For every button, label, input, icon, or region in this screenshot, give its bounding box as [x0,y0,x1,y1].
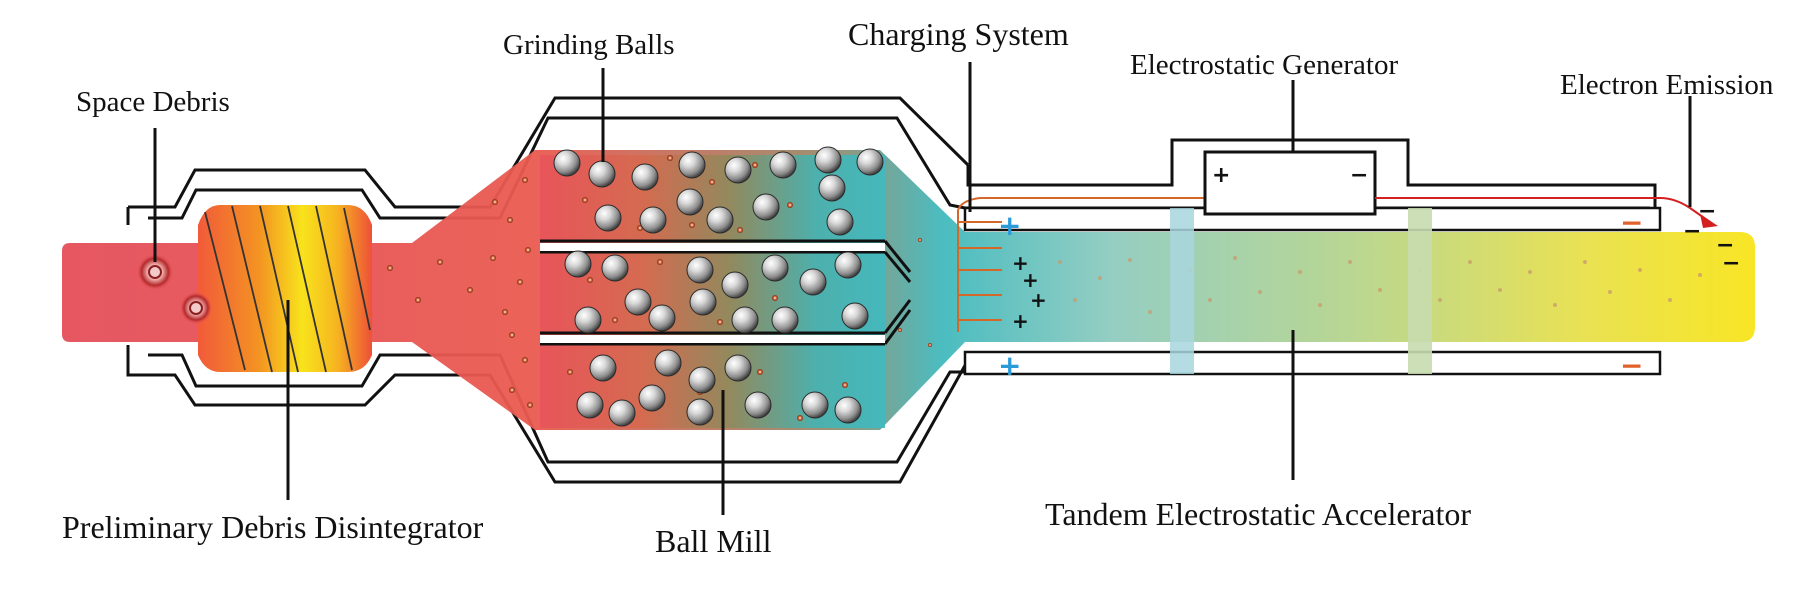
label-electrostatic-generator: Electrostatic Generator [1130,49,1398,81]
generator-minus: − [1350,163,1368,188]
generator-plus: + [1212,163,1230,188]
outer-housing-right [966,138,1657,207]
label-preliminary-debris-disintegrator: Preliminary Debris Disintegrator [62,509,484,545]
mill-channel-dividers [540,239,912,346]
leader-lines [153,62,1692,515]
space-debris-particles [137,254,212,324]
label-electron-emission: Electron Emission [1560,69,1774,101]
label-ball-mill: Ball Mill [655,523,772,559]
generator-wire [1375,197,1711,223]
electron-minus-3: − [1716,233,1734,258]
electron-emission-signs: − − − − [1683,199,1740,276]
plate-negative-top: − [1620,206,1643,239]
accelerator-electrode-1 [1170,208,1194,374]
accelerator-electrode-2 [1408,208,1432,374]
charge-plus-4: + [1012,309,1029,333]
particle-stream [62,150,1755,430]
electrostatic-generator: + − [1203,150,1377,216]
charge-plus-3: + [1030,288,1047,312]
label-tandem-electrostatic-accelerator: Tandem Electrostatic Accelerator [1045,496,1471,532]
charge-plus-1: + [1012,251,1029,275]
charging-system [957,197,1205,332]
electron-minus-4: − [1722,251,1740,276]
grinding-balls [553,146,884,427]
electron-minus-1: − [1698,199,1716,224]
label-grinding-balls: Grinding Balls [503,29,675,61]
debris-fragments [387,155,932,421]
electron-minus-2: − [1683,219,1701,244]
plate-negative-bottom: − [1620,349,1643,382]
coil-windings [204,205,371,373]
mill-divider-gap-bottom [540,335,885,343]
plate-positive-bottom: + [998,349,1021,382]
accelerator-lower-wall [963,350,1662,376]
charge-signs: + + + + [1012,251,1047,333]
charge-plus-2: + [1022,268,1039,292]
emission-arrowhead [1700,214,1718,228]
label-space-debris: Space Debris [76,86,230,118]
mill-divider-gap-top [540,243,885,251]
label-charging-system: Charging System [848,16,1069,52]
preliminary-debris-disintegrator [198,205,372,373]
plate-positive-top: + [998,209,1021,242]
